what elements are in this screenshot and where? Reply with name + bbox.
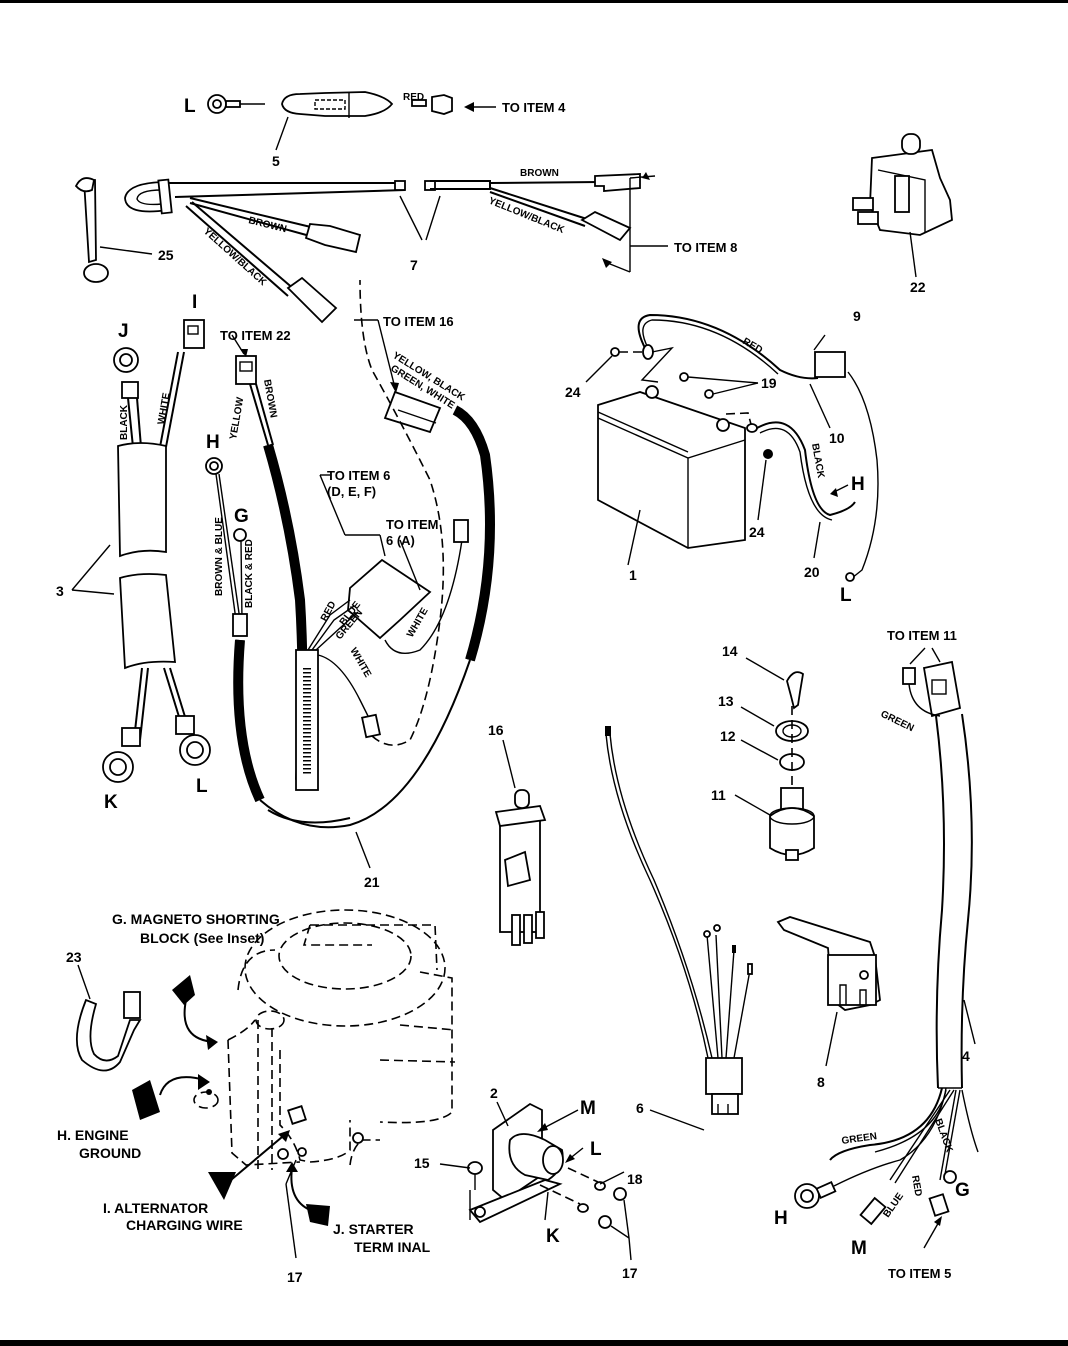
callout-24-top: 24 [565, 384, 581, 400]
callout-19: 19 [761, 375, 777, 391]
fuse-holder-item-5 [207, 91, 496, 151]
terminal-label-h-battery: H [851, 474, 865, 495]
wire-label-black-battery: BLACK [809, 443, 826, 480]
ref-to-item-16: TO ITEM 16 [383, 314, 454, 329]
ignition-key-item-14 [745, 657, 804, 710]
wire-label-black-j: BLACK [119, 404, 130, 440]
callout-3: 3 [56, 583, 64, 599]
bottom-rule [0, 1340, 1068, 1346]
engine-outline [132, 909, 456, 1259]
terminal-label-m-cable: M [851, 1238, 867, 1259]
callout-1: 1 [629, 567, 637, 583]
note-i-line2: CHARGING WIRE [126, 1217, 243, 1233]
terminal-label-k-solenoid: K [546, 1226, 560, 1247]
wire-label-red-cable: RED [909, 1175, 924, 1198]
terminal-label-l-left: L [196, 776, 208, 797]
callout-2: 2 [490, 1085, 498, 1101]
wire-label-brown-top-left: BROWN [247, 215, 287, 235]
ignition-switch-item-11 [734, 706, 815, 861]
callout-23: 23 [66, 949, 82, 965]
note-g-line2: BLOCK (See Inset) [140, 930, 264, 946]
solenoid-item-2 [439, 1101, 632, 1261]
note-j-line2: TERM INAL [354, 1239, 431, 1255]
ref-to-item-6-def-line2: (D, E, F) [327, 484, 376, 499]
callout-16: 16 [488, 722, 504, 738]
ref-to-item-6-a-line1: TO ITEM [386, 517, 438, 532]
harness-item-7 [124, 172, 668, 324]
connector-item-6 [605, 726, 753, 1131]
terminal-label-l-solenoid: L [590, 1139, 602, 1160]
callout-12: 12 [720, 728, 736, 744]
battery-item-1 [597, 385, 746, 566]
terminal-label-k-left: K [104, 792, 118, 813]
washer-item-12 [740, 739, 805, 771]
callout-22: 22 [910, 279, 926, 295]
top-rule [0, 0, 1068, 3]
callout-25: 25 [158, 247, 174, 263]
note-i-line1: I. ALTERNATOR [103, 1200, 208, 1216]
cable-item-4 [794, 647, 979, 1249]
terminal-label-j: J [118, 321, 129, 342]
terminal-label-h-cable: H [774, 1208, 788, 1229]
note-j-line1: J. STARTER [333, 1221, 414, 1237]
note-h-line2: GROUND [79, 1145, 141, 1161]
nut-item-13 [740, 706, 809, 742]
wire-label-yellow-22: YELLOW [228, 396, 246, 441]
note-g-line1: G. MAGNETO SHORTING [112, 911, 280, 927]
wire-label-green-cable: GREEN [841, 1131, 878, 1147]
cable-cover-item-3 [71, 319, 211, 783]
callout-4: 4 [962, 1048, 970, 1064]
switch-item-16 [494, 739, 547, 946]
wire-label-black-red: BLACK & RED [244, 539, 255, 608]
terminal-label-g-left: G [234, 506, 249, 527]
ref-to-item-5: TO ITEM 5 [888, 1266, 951, 1281]
terminal-label-h-left: H [206, 432, 220, 453]
ref-to-item-8: TO ITEM 8 [674, 240, 737, 255]
callout-9: 9 [853, 308, 861, 324]
switch-item-22 [852, 133, 953, 278]
callout-17-engine: 17 [287, 1269, 303, 1285]
callout-15: 15 [414, 1155, 430, 1171]
callout-7: 7 [410, 257, 418, 273]
terminal-label-i: I [192, 292, 197, 313]
ref-to-item-4: TO ITEM 4 [502, 100, 566, 115]
callout-5: 5 [272, 153, 280, 169]
wire-label-white-lower: WHITE [347, 646, 373, 680]
wire-label-yellow-black-top-left: YELLOW/BLACK [201, 226, 269, 289]
negative-cable-item-20 [725, 412, 856, 559]
callout-21: 21 [364, 874, 380, 890]
callout-24-bottom: 24 [749, 524, 765, 540]
leader-24-top [585, 355, 613, 383]
callout-8: 8 [817, 1074, 825, 1090]
terminal-label-l-top: L [184, 96, 196, 117]
callout-18: 18 [627, 1171, 643, 1187]
terminal-label-l-battery: L [840, 585, 852, 606]
callout-10: 10 [829, 430, 845, 446]
ref-to-item-6-a-line2: 6 (A) [386, 533, 415, 548]
cable-tie-item-23 [75, 964, 142, 1072]
hardware-item-19 [679, 372, 759, 399]
ref-to-item-6-def-line1: TO ITEM 6 [327, 468, 390, 483]
terminal-label-g-cable: G [955, 1180, 970, 1201]
clip-item-25 [74, 177, 153, 283]
main-harness-item-21 [205, 279, 495, 869]
callout-11: 11 [711, 787, 726, 803]
callout-17-solenoid: 17 [622, 1265, 638, 1281]
positive-cable-item-10 [610, 313, 879, 582]
wire-label-red-fuse: RED [403, 92, 424, 103]
wire-label-blue-cable: BLUE [881, 1191, 906, 1220]
callout-20: 20 [804, 564, 820, 580]
terminal-label-m-solenoid: M [580, 1098, 596, 1119]
callout-6: 6 [636, 1100, 644, 1116]
note-h-line1: H. ENGINE [57, 1127, 129, 1143]
ref-to-item-22: TO ITEM 22 [220, 328, 291, 343]
callout-13: 13 [718, 693, 734, 709]
bracket-item-8 [776, 916, 881, 1067]
wire-label-brown-blue: BROWN & BLUE [214, 517, 225, 596]
callout-14: 14 [722, 643, 738, 659]
wire-label-brown-top-right: BROWN [520, 168, 559, 179]
wire-label-green-11: GREEN [879, 709, 916, 734]
ref-to-item-11: TO ITEM 11 [887, 628, 957, 643]
